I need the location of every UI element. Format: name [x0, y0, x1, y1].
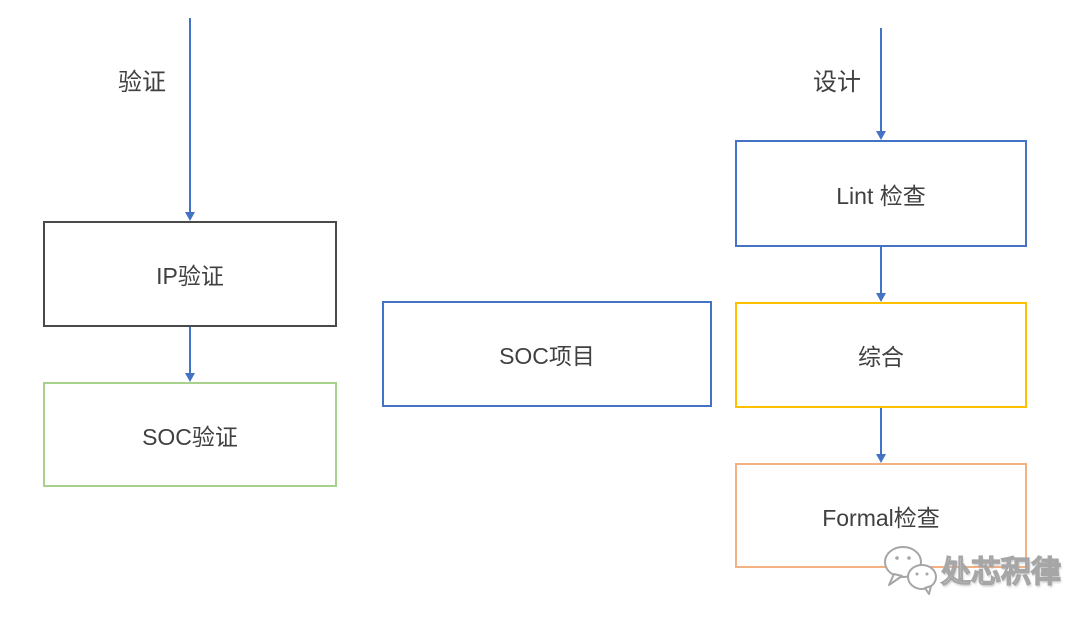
- design-entry-label: 设计: [813, 69, 861, 96]
- formal-check-box: Formal检查: [735, 463, 1027, 568]
- arrow-verification-to-ip: [184, 18, 195, 221]
- watermark-text: 处芯积律: [940, 555, 1061, 589]
- lint-check-box: Lint 检查: [735, 140, 1027, 247]
- arrow-lint-to-synthesis: [875, 247, 886, 302]
- synthesis-box: 综合: [735, 302, 1027, 408]
- synthesis-label: 综合: [858, 344, 904, 370]
- ip-verification-box: IP验证: [43, 221, 337, 327]
- watermark: 处芯积律: [881, 543, 1062, 595]
- arrow-ip-to-soc-verification: [184, 327, 195, 382]
- soc-verification-box: SOC验证: [43, 382, 337, 487]
- soc-project-box: SOC项目: [382, 301, 712, 407]
- soc-verification-label: SOC验证: [142, 423, 238, 450]
- arrow-design-to-lint: [875, 28, 886, 140]
- verification-entry-label: 验证: [118, 69, 166, 96]
- formal-check-label: Formal检查: [822, 504, 940, 531]
- arrow-synthesis-to-formal: [875, 408, 886, 463]
- lint-check-label: Lint 检查: [836, 182, 926, 209]
- wechat-icon: [884, 546, 937, 595]
- soc-project-label: SOC项目: [499, 343, 595, 369]
- ip-verification-label: IP验证: [156, 263, 224, 289]
